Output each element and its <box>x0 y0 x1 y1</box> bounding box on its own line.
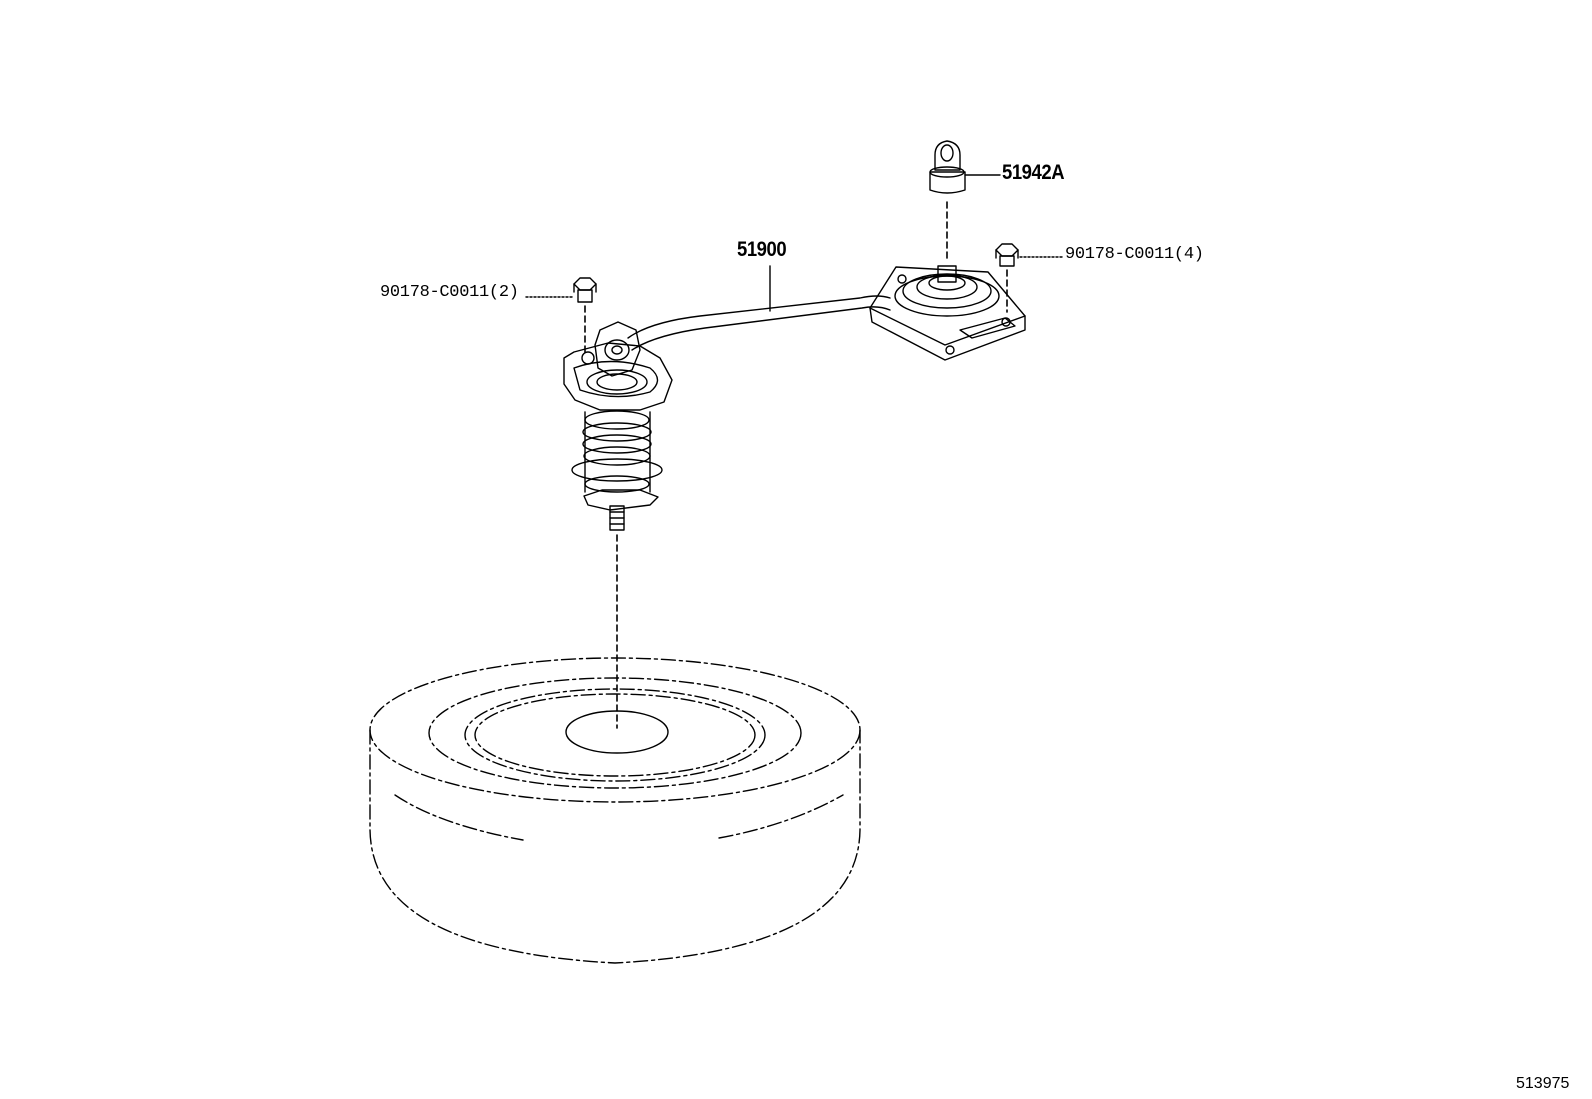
part-label-carrier-assy: 51900 <box>737 238 787 261</box>
bolt-right-icon <box>995 243 1019 267</box>
bolt-left-icon <box>573 277 597 303</box>
spare-tire-outline <box>369 657 861 964</box>
carrier-cable <box>627 295 891 339</box>
handle-51942a <box>929 140 966 194</box>
part-label-handle: 51942A <box>1002 161 1065 184</box>
part-label-bolt-left: 90178-C0011(2) <box>380 283 519 302</box>
tire-tread-line <box>394 794 844 841</box>
part-label-bolt-right: 90178-C0011(4) <box>1065 245 1204 264</box>
winding-mechanism <box>869 265 1026 361</box>
lift-hook-assembly <box>563 321 673 531</box>
illustration-number: 513975 <box>1516 1075 1570 1092</box>
